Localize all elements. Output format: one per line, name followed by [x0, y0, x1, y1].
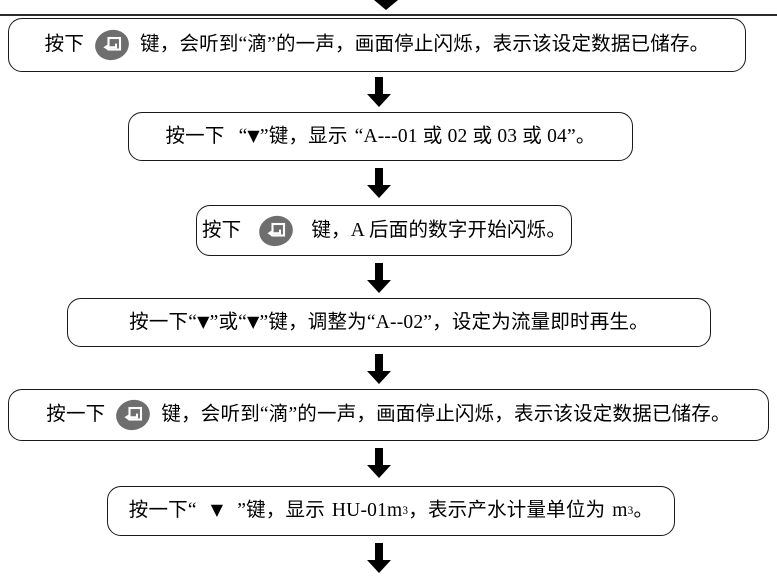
- arrow-shaft: [375, 354, 383, 372]
- arrow-head-icon: [367, 185, 391, 198]
- flow-step-text-2: 按一下 “ ▼ ” 键，显示 “ A---01 或 02 或 03 或 04 ”…: [165, 127, 595, 147]
- arrow-head-icon: [367, 94, 391, 107]
- connector-arrow-bottom-partial: [367, 543, 391, 581]
- flow-step-box-3[interactable]: 按下 键，A 后面的数字开始闪烁。: [196, 205, 572, 256]
- connector-arrow-1-2: [367, 77, 391, 107]
- step4-mid-text: ”或“: [209, 311, 248, 333]
- step6-tail-text: ，表示产水计量单位为: [408, 500, 606, 522]
- enter-key-icon: [255, 211, 297, 250]
- enter-key-icon: [91, 25, 133, 65]
- down-triangle-icon: ▼: [247, 125, 260, 145]
- step1-before-icon-text: 按下: [44, 34, 85, 56]
- arrow-head-icon: [367, 371, 391, 384]
- step6-end-text: 。: [633, 500, 654, 522]
- step5-before-icon-text: 按一下: [46, 404, 106, 426]
- top-rule: [0, 14, 777, 16]
- flow-step-box-5[interactable]: 按一下 键，会听到“滴”的一声，画面停止闪烁，表示该设定数据已储存。: [8, 389, 769, 441]
- arrow-head-icon: [374, 0, 398, 10]
- step2-value-text: A---01 或 02 或 03 或 04: [363, 125, 567, 147]
- step2-value-quote-close: ”。: [566, 125, 596, 147]
- flow-step-box-2[interactable]: 按一下 “ ▼ ” 键，显示 “ A---01 或 02 或 03 或 04 ”…: [128, 112, 633, 161]
- flow-step-box-4[interactable]: 按一下“ ▼ ”或“ ▼ ”键，调整为“A--02”，设定为流量即时再生。: [67, 298, 711, 347]
- connector-arrow-4-5: [367, 354, 391, 384]
- arrow-shaft: [375, 168, 383, 186]
- flow-step-text-3: 按下 键，A 后面的数字开始闪烁。: [201, 211, 567, 250]
- step2-lead-text: 按一下: [165, 125, 225, 147]
- step2-value-quote-open: “: [354, 125, 364, 147]
- arrow-shaft: [375, 448, 383, 466]
- connector-arrow-3-4: [367, 263, 391, 293]
- step2-tail-text: 键，显示: [268, 125, 348, 147]
- step2-quote-open: “: [238, 125, 248, 147]
- step4-lead-text: 按一下“: [129, 311, 198, 333]
- enter-key-icon-glyph: [116, 400, 150, 430]
- connector-arrow-top-partial: [374, 0, 398, 14]
- arrow-head-icon: [367, 280, 391, 293]
- arrow-shaft: [375, 543, 383, 561]
- enter-key-icon: [112, 395, 154, 435]
- flow-step-text-1: 按下 键，会听到“滴”的一声，画面停止闪烁，表示该设定数据已储存。: [44, 25, 710, 65]
- connector-arrow-5-6: [367, 448, 391, 478]
- connector-arrow-2-3: [367, 168, 391, 198]
- flow-step-box-1[interactable]: 按下 键，会听到“滴”的一声，画面停止闪烁，表示该设定数据已储存。: [8, 18, 746, 72]
- enter-key-icon-glyph: [259, 216, 293, 246]
- down-triangle-icon: ▼: [247, 311, 260, 331]
- arrow-shaft: [375, 77, 383, 95]
- step6-value-base: HU-01m: [331, 500, 403, 522]
- enter-key-icon-glyph: [95, 30, 129, 60]
- step3-after-icon-text: 键，A 后面的数字开始闪烁。: [311, 219, 567, 241]
- arrow-head-icon: [367, 560, 391, 573]
- arrow-head-icon: [367, 465, 391, 478]
- step1-after-icon-text: 键，会听到“滴”的一声，画面停止闪烁，表示该设定数据已储存。: [140, 34, 710, 56]
- step3-before-icon-text: 按下: [201, 219, 242, 241]
- step6-mid-text: ”键，显示: [237, 500, 325, 522]
- step5-after-icon-text: 键，会听到“滴”的一声，画面停止闪烁，表示该设定数据已储存。: [161, 404, 731, 426]
- flow-step-text-4: 按一下“ ▼ ”或“ ▼ ”键，调整为“A--02”，设定为流量即时再生。: [129, 313, 649, 333]
- arrow-shaft: [375, 263, 383, 281]
- step2-quote-close: ”: [259, 125, 269, 147]
- step4-tail-text: ”键，调整为“A--02”，设定为流量即时再生。: [259, 311, 649, 333]
- down-triangle-icon: ▼: [197, 311, 210, 331]
- step6-unit-base: m: [612, 500, 628, 522]
- flow-step-text-5: 按一下 键，会听到“滴”的一声，画面停止闪烁，表示该设定数据已储存。: [46, 395, 731, 435]
- down-triangle-icon: ▼: [210, 500, 224, 519]
- step6-lead-text: 按一下“: [128, 500, 197, 522]
